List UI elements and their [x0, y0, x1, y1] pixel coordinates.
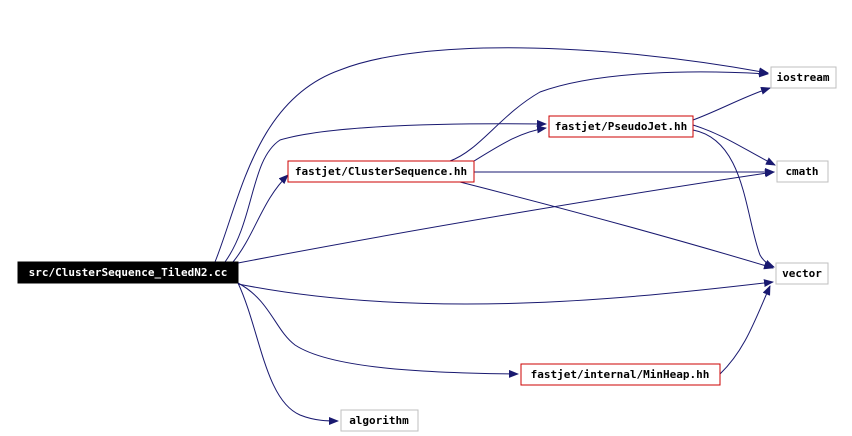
edge-cluster-sequence-to-vector — [459, 181, 774, 270]
node-cmath-label: cmath — [785, 165, 818, 178]
edge-root-to-algorithm — [237, 282, 339, 425]
edges — [214, 47, 776, 425]
edge-pseudojet-to-vector — [692, 129, 775, 268]
edge-cluster-sequence-to-iostream — [449, 69, 769, 162]
edge-pseudojet-to-iostream — [692, 86, 771, 121]
node-minheap[interactable]: fastjet/internal/MinHeap.hh — [520, 363, 721, 386]
node-cluster-sequence[interactable]: fastjet/ClusterSequence.hh — [287, 160, 475, 183]
node-algorithm[interactable]: algorithm — [340, 409, 419, 432]
edge-root-to-iostream — [214, 47, 769, 263]
node-root[interactable]: src/ClusterSequence_TiledN2.cc — [17, 261, 239, 284]
node-minheap-label: fastjet/internal/MinHeap.hh — [531, 368, 710, 381]
node-iostream-label: iostream — [777, 71, 830, 84]
node-algorithm-label: algorithm — [349, 414, 409, 427]
node-root-label: src/ClusterSequence_TiledN2.cc — [29, 266, 228, 279]
edge-pseudojet-to-cmath — [692, 124, 776, 166]
node-iostream[interactable]: iostream — [770, 66, 837, 89]
node-pseudojet-label: fastjet/PseudoJet.hh — [555, 120, 687, 133]
edge-cluster-sequence-to-pseudojet — [473, 125, 547, 162]
edge-root-to-cluster-sequence — [232, 174, 289, 263]
node-vector[interactable]: vector — [775, 262, 829, 285]
edge-root-to-pseudojet — [224, 119, 547, 263]
node-vector-label: vector — [782, 267, 822, 280]
node-cluster-sequence-label: fastjet/ClusterSequence.hh — [295, 165, 467, 178]
edge-root-to-vector — [237, 279, 774, 305]
node-cmath[interactable]: cmath — [776, 160, 829, 183]
node-pseudojet[interactable]: fastjet/PseudoJet.hh — [548, 115, 694, 138]
edge-minheap-to-vector — [719, 285, 771, 375]
edge-root-to-minheap — [237, 282, 519, 378]
edge-root-to-cmath — [237, 169, 775, 264]
